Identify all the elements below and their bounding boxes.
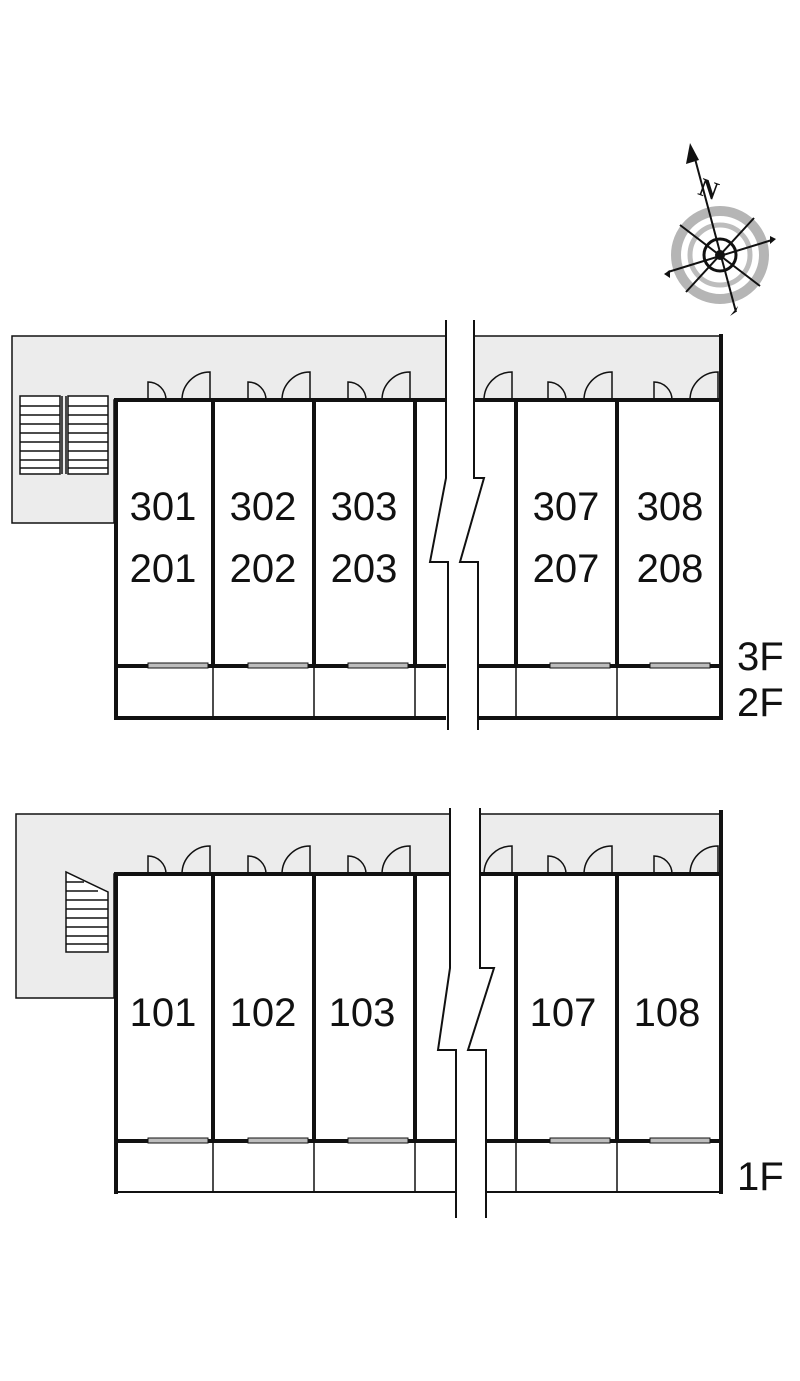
upper-stairs-icon <box>19 395 109 475</box>
floor-label: 1F <box>737 1155 784 1199</box>
upper-corridor-right <box>473 335 721 401</box>
unit-label: 107 <box>530 991 597 1035</box>
unit-label: 303 <box>331 485 398 529</box>
lower-doors <box>147 845 719 875</box>
unit-label: 208 <box>637 547 704 591</box>
upper-block: 301 302 303 307 308 201 202 203 207 208 … <box>11 320 784 730</box>
unit-label: 102 <box>230 991 297 1035</box>
unit-label: 302 <box>230 485 297 529</box>
floor-label: 2F <box>737 681 784 725</box>
unit-label: 301 <box>130 485 197 529</box>
unit-label: 203 <box>331 547 398 591</box>
north-arrow-head <box>686 143 699 164</box>
lower-break-symbol <box>436 808 496 1218</box>
unit-label: 308 <box>637 485 704 529</box>
unit-label: 108 <box>634 991 701 1035</box>
compass-ns-line <box>693 154 737 313</box>
upper-break-gap <box>430 320 484 730</box>
compass-inner-ring <box>687 222 753 288</box>
upper-doors <box>147 371 719 401</box>
compass-arrow-tip <box>730 306 738 316</box>
north-letter: N <box>695 172 723 206</box>
north-arrow-compass-icon: N <box>664 143 776 316</box>
unit-label: 207 <box>533 547 600 591</box>
upper-break-symbol <box>428 320 486 730</box>
unit-label: 307 <box>533 485 600 529</box>
unit-label: 101 <box>130 991 197 1035</box>
lower-stairs-icon <box>65 870 109 953</box>
compass-arrow-tip <box>664 270 670 278</box>
unit-label: 202 <box>230 547 297 591</box>
compass-diag-line <box>685 217 755 293</box>
compass-center-ring <box>702 237 738 273</box>
lower-corridor-right <box>477 813 721 875</box>
lower-block: 101 102 103 107 108 1F <box>15 808 784 1218</box>
unit-label: 103 <box>329 991 396 1035</box>
unit-label: 201 <box>130 547 197 591</box>
floor-label: 3F <box>737 635 784 679</box>
compass-arrow-tip <box>770 236 776 244</box>
compass-ring <box>671 206 769 304</box>
